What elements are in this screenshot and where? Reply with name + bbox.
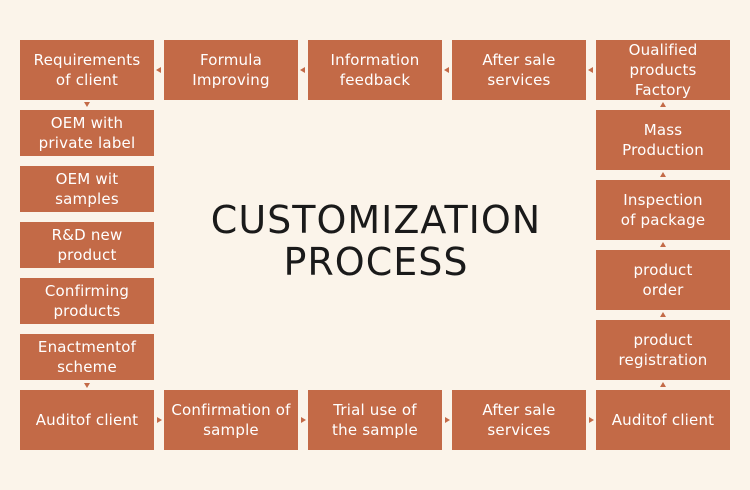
step-after-sale-services-top: After sale services xyxy=(452,40,586,100)
step-trial-use-of-sample: Trial use of the sample xyxy=(308,390,442,450)
arrow-up xyxy=(660,312,666,317)
step-inspection-of-package: Inspection of package xyxy=(596,180,730,240)
arrow-down xyxy=(84,102,90,107)
arrow-up xyxy=(660,382,666,387)
arrow-right xyxy=(589,417,594,423)
arrow-up xyxy=(660,102,666,107)
step-audit-of-client-right: Auditof client xyxy=(596,390,730,450)
arrow-up xyxy=(660,172,666,177)
step-formula-improving: Formula Improving xyxy=(164,40,298,100)
diagram-title-line1: CUSTOMIZATION xyxy=(210,198,542,242)
step-after-sale-services-bottom: After sale services xyxy=(452,390,586,450)
arrow-up xyxy=(660,242,666,247)
arrow-right xyxy=(157,417,162,423)
diagram-title-line2: PROCESS xyxy=(283,240,469,284)
step-product-order: product order xyxy=(596,250,730,310)
arrow-left xyxy=(444,67,449,73)
step-confirming-products: Confirming products xyxy=(20,278,154,324)
step-oem-samples: OEM wit samples xyxy=(20,166,154,212)
step-oem-private-label: OEM with private label xyxy=(20,110,154,156)
step-rd-new-product: R&D new product xyxy=(20,222,154,268)
arrow-left xyxy=(300,67,305,73)
step-requirements-of-client: Requirements of client xyxy=(20,40,154,100)
step-qualified-products-factory: Oualified products Factory xyxy=(596,40,730,100)
arrow-left xyxy=(156,67,161,73)
step-confirmation-of-sample: Confirmation of sample xyxy=(164,390,298,450)
step-enactment-of-scheme: Enactmentof scheme xyxy=(20,334,154,380)
step-audit-of-client-left: Auditof client xyxy=(20,390,154,450)
arrow-right xyxy=(445,417,450,423)
step-product-registration: product registration xyxy=(596,320,730,380)
arrow-down xyxy=(84,383,90,388)
arrow-right xyxy=(301,417,306,423)
arrow-left xyxy=(588,67,593,73)
step-mass-production: Mass Production xyxy=(596,110,730,170)
step-information-feedback: Information feedback xyxy=(308,40,442,100)
